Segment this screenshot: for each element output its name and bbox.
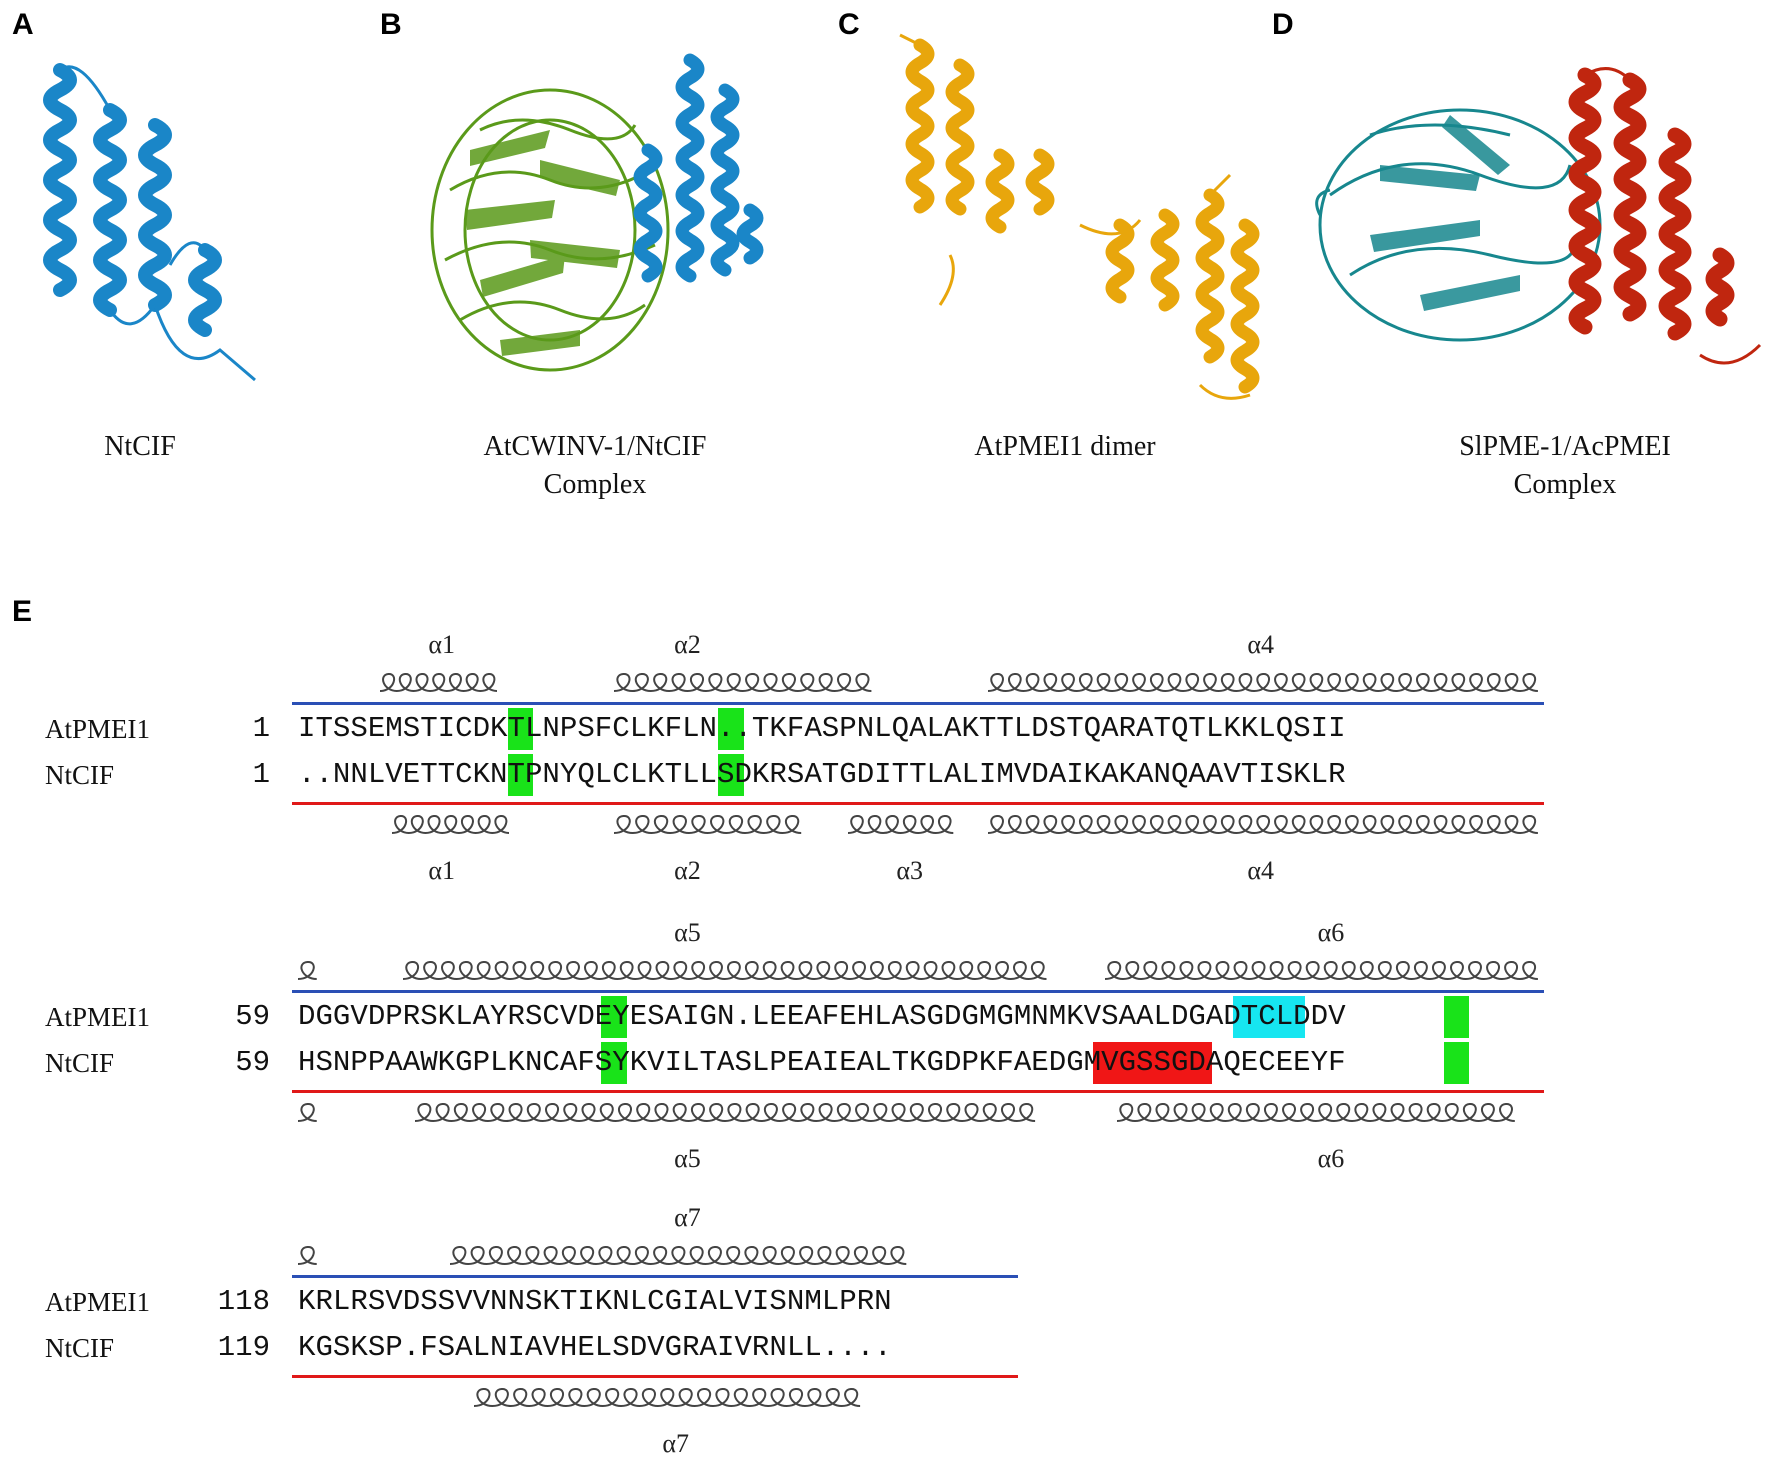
red-motif-highlight xyxy=(1092,1042,1212,1084)
helix-coil-top-2-0 xyxy=(297,1246,317,1265)
cysteine-highlight-bottom-0 xyxy=(507,754,533,796)
sequence-start-top: 118 xyxy=(217,1285,270,1318)
helix-label-top: α6 xyxy=(1317,918,1345,947)
panel-label-c: C xyxy=(838,8,860,41)
sequence-name-bottom: NtCIF xyxy=(45,1048,115,1078)
panel-label-e: E xyxy=(12,595,33,628)
sequence-top: ITSSEMSTICDKTLNPSFCLKFLN..TKFASPNLQALAKT… xyxy=(298,712,1346,745)
complex-b-structure-image xyxy=(430,53,764,372)
cysteine-highlight-bottom-0 xyxy=(601,1042,627,1084)
sequence-name-bottom: NtCIF xyxy=(45,1333,115,1363)
sequence-bottom: ..NNLVETTCKNTPNYQLCLKTLLSDKRSATGDITTLALI… xyxy=(298,758,1346,791)
helix-label-bottom: α2 xyxy=(674,856,701,885)
caption-d-line2: Complex xyxy=(1513,469,1617,500)
cysteine-highlight-top-1 xyxy=(718,708,744,750)
atpmei1-dimer-structure-image xyxy=(899,33,1260,400)
cyan-motif-highlight xyxy=(1233,996,1306,1038)
caption-c-line1: AtPMEI1 dimer xyxy=(974,431,1156,462)
helix-label-bottom: α4 xyxy=(1247,856,1275,885)
panel-label-b: B xyxy=(380,8,402,41)
helix-coil-bottom-0-2 xyxy=(847,815,954,835)
helix-coil-top-0-1 xyxy=(613,673,872,693)
caption-b-line2: Complex xyxy=(543,469,647,500)
sequence-name-top: AtPMEI1 xyxy=(45,1002,151,1032)
helix-label-top: α4 xyxy=(1247,630,1275,659)
helix-coil-bottom-0-0 xyxy=(391,815,509,835)
sequence-name-top: AtPMEI1 xyxy=(45,1287,151,1317)
helix-label-bottom: α6 xyxy=(1317,1144,1345,1173)
bottom-rule-line xyxy=(292,802,1545,805)
caption-a-line1: NtCIF xyxy=(104,431,176,462)
helix-coil-bottom-2-0 xyxy=(473,1388,860,1408)
panel-label-d: D xyxy=(1272,8,1294,41)
cysteine-highlight-bottom-1 xyxy=(1443,1042,1469,1084)
top-rule-line xyxy=(292,1275,1018,1278)
helix-label-top: α2 xyxy=(674,630,701,659)
helix-coil-top-0-2 xyxy=(988,673,1539,693)
caption-d: SlPME-1/AcPMEI Complex xyxy=(1400,428,1730,504)
sequence-name-bottom: NtCIF xyxy=(45,760,115,790)
cysteine-highlight-bottom-1 xyxy=(718,754,744,796)
helix-coil-top-1-0 xyxy=(297,961,317,980)
cysteine-highlight-top-0 xyxy=(601,996,627,1038)
sequence-start-top: 59 xyxy=(235,1000,270,1033)
helix-coil-bottom-1-1 xyxy=(414,1103,1036,1123)
top-rule-line xyxy=(292,702,1545,705)
sequence-top: DGGVDPRSKLAYRSCVDEYESAIGN.LEEAFEHLASGDGM… xyxy=(298,1000,1346,1033)
helix-coil-top-2-1 xyxy=(450,1246,907,1266)
sequence-bottom: KGSKSP.FSALNIAVHELSDVGRAIVRNLL.... xyxy=(298,1331,892,1364)
helix-label-bottom: α5 xyxy=(674,1144,701,1173)
ntcif-structure-image xyxy=(43,63,256,382)
sequence-start-bottom: 59 xyxy=(235,1046,270,1079)
sequence-bottom: HSNPPAAWKGPLKNCAFSYKVILTASLPEAIEALTKGDPK… xyxy=(298,1046,1346,1079)
bottom-rule-line xyxy=(292,1375,1018,1378)
helix-coil-bottom-1-2 xyxy=(1116,1103,1515,1123)
caption-b: AtCWINV-1/NtCIF Complex xyxy=(430,428,760,504)
helix-label-top: α5 xyxy=(674,918,701,947)
sequence-start-top: 1 xyxy=(252,712,270,745)
cysteine-highlight-top-0 xyxy=(507,708,533,750)
helix-coil-top-1-1 xyxy=(403,961,1047,981)
sequence-name-top: AtPMEI1 xyxy=(45,714,151,744)
caption-d-line1: SlPME-1/AcPMEI xyxy=(1459,431,1671,462)
sequence-start-bottom: 119 xyxy=(217,1331,270,1364)
caption-a: NtCIF xyxy=(40,428,240,466)
sequence-top: KRLRSVDSSVVNNSKTIKNLCGIALVISNMLPRN xyxy=(298,1285,892,1318)
complex-d-structure-image xyxy=(1315,67,1762,365)
helix-label-top: α1 xyxy=(428,630,456,659)
helix-label-bottom: α7 xyxy=(662,1429,690,1458)
caption-c: AtPMEI1 dimer xyxy=(925,428,1205,466)
helix-coil-bottom-0-3 xyxy=(988,815,1539,835)
sequence-start-bottom: 1 xyxy=(252,758,270,791)
helix-label-bottom: α1 xyxy=(428,856,456,885)
cysteine-highlight-top-1 xyxy=(1443,996,1469,1038)
helix-label-bottom: α3 xyxy=(896,856,924,885)
bottom-rule-line xyxy=(292,1090,1545,1093)
helix-coil-top-0-0 xyxy=(379,673,497,693)
helix-coil-top-1-2 xyxy=(1105,961,1539,981)
helix-coil-bottom-1-0 xyxy=(297,1103,317,1122)
top-rule-line xyxy=(292,990,1545,993)
helix-label-top: α7 xyxy=(674,1203,701,1232)
caption-b-line1: AtCWINV-1/NtCIF xyxy=(483,431,707,462)
helix-coil-bottom-0-1 xyxy=(613,815,802,835)
panel-label-a: A xyxy=(12,8,34,41)
